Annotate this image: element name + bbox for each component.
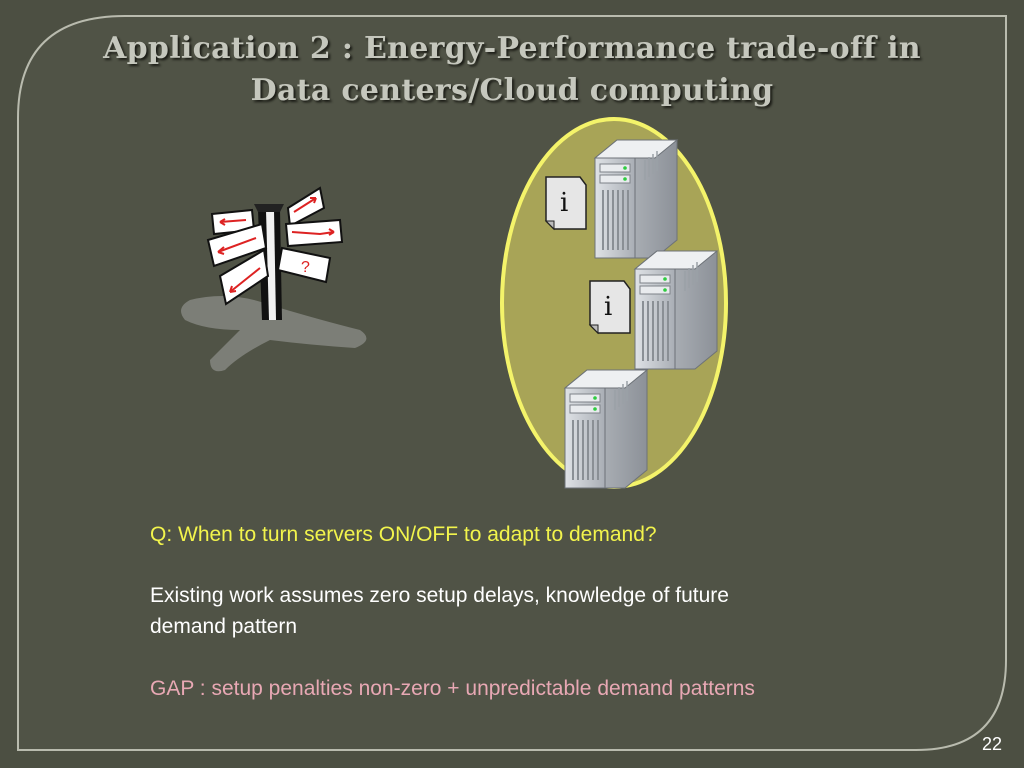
slide-title: Application 2 : Energy-Performance trade…: [40, 28, 984, 112]
existing-work-line-1: Existing work assumes zero setup delays,…: [150, 584, 729, 607]
signpost-question-mark: ?: [301, 259, 310, 276]
title-line-1: Application 2 : Energy-Performance trade…: [103, 31, 921, 66]
signpost-icon: ?: [181, 186, 367, 372]
server-icon: [634, 250, 718, 370]
document-info-icon: i: [545, 176, 587, 230]
server-icon: [594, 139, 678, 259]
title-line-2: Data centers/Cloud computing: [250, 73, 774, 108]
document-info-icon: i: [589, 280, 631, 334]
existing-work-line-2: demand pattern: [150, 615, 298, 638]
gap-text: GAP : setup penalties non-zero + unpredi…: [150, 677, 755, 700]
question-text: Q: When to turn servers ON/OFF to adapt …: [150, 523, 657, 546]
server-cluster: i i: [500, 117, 728, 489]
server-icon: [564, 369, 648, 489]
existing-work-text: Existing work assumes zero setup delays,…: [150, 580, 970, 642]
page-number: 22: [981, 734, 1002, 754]
info-glyph-2: i: [604, 292, 612, 322]
info-glyph-1: i: [560, 188, 568, 218]
